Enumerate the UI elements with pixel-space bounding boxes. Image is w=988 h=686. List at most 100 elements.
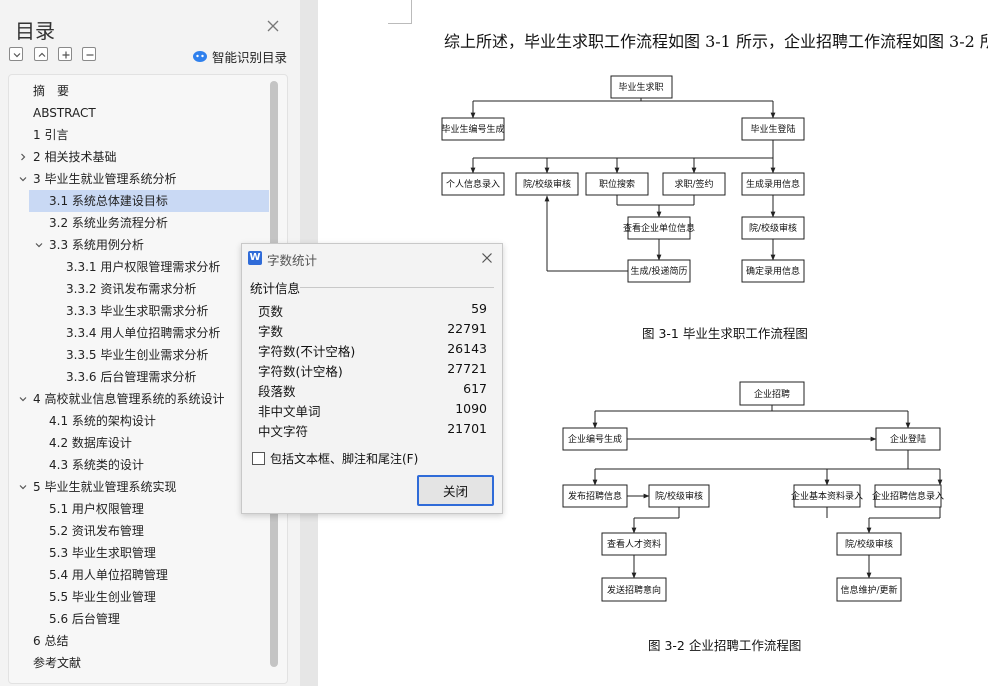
flowchart-enterprise-recruit: 企业招聘 企业编号生成 企业登陆 发布招聘信息 院/校级审核 企业基本资料录入 … xyxy=(562,381,944,602)
flow-node xyxy=(627,216,691,240)
collapse-all-button[interactable] xyxy=(9,47,23,61)
flow-node-label: 毕业生登陆 xyxy=(750,123,795,135)
flow-node xyxy=(836,532,902,556)
flow-node xyxy=(562,427,628,451)
flow-node-label: 生成/投递简历 xyxy=(630,265,687,277)
flow-node-label: 生成录用信息 xyxy=(746,178,800,190)
flow-node xyxy=(648,484,710,508)
flow-node-label: 个人信息录入 xyxy=(446,178,500,190)
flow-node-label: 毕业生编号生成 xyxy=(441,123,504,135)
flow-node xyxy=(601,532,667,556)
smart-toc-button[interactable]: 智能识别目录 xyxy=(192,47,287,65)
dialog-title: 字数统计 xyxy=(267,253,318,268)
flow-node xyxy=(875,427,941,451)
toc-item[interactable]: 4.2 数据库设计 xyxy=(49,436,132,450)
toc-item[interactable]: 3.3.2 资讯发布需求分析 xyxy=(66,282,197,296)
stat-row: 字符数(计空格)27721 xyxy=(258,361,487,379)
chevron-down-icon[interactable] xyxy=(34,240,44,250)
figure-caption: 图 3-2 企业招聘工作流程图 xyxy=(648,638,802,653)
flow-node xyxy=(741,172,805,196)
toc-item[interactable]: 参考文献 xyxy=(33,656,82,670)
figure-caption: 图 3-1 毕业生求职工作流程图 xyxy=(642,326,808,341)
flow-node-label: 查看人才资料 xyxy=(607,538,661,550)
toc-item[interactable]: 5 毕业生就业管理系统实现 xyxy=(9,476,269,498)
expand-all-button[interactable] xyxy=(34,47,48,61)
flow-node xyxy=(741,216,805,240)
flowchart-graduate-job: 毕业生求职 毕业生编号生成 毕业生登陆 个人信息录入 院/校级审核 职位搜索 求… xyxy=(441,75,805,283)
toc-item[interactable]: 5.1 用户权限管理 xyxy=(49,502,144,516)
toc-item[interactable]: 5.3 毕业生求职管理 xyxy=(49,546,156,560)
chevron-down-icon[interactable] xyxy=(18,394,28,404)
flow-node-label: 查看企业单位信息 xyxy=(623,222,695,234)
close-icon[interactable] xyxy=(481,252,493,264)
smart-toc-label: 智能识别目录 xyxy=(212,49,288,65)
toc-item[interactable]: 3.3.1 用户权限管理需求分析 xyxy=(66,260,221,274)
close-icon[interactable] xyxy=(265,18,281,34)
toc-item[interactable]: 3.3.6 后台管理需求分析 xyxy=(66,370,197,384)
flow-node xyxy=(739,381,805,406)
toc-item[interactable]: ABSTRACT xyxy=(33,106,96,120)
flow-node-label: 院/校级审核 xyxy=(749,222,797,234)
toc-item[interactable]: 3.3.4 用人单位招聘需求分析 xyxy=(66,326,221,340)
flow-node xyxy=(874,484,942,508)
flow-node-label: 发送招聘意向 xyxy=(607,584,661,596)
wps-writer-icon: W xyxy=(248,251,262,265)
flow-node-label: 职位搜索 xyxy=(599,178,635,190)
flow-node-label: 求职/签约 xyxy=(674,178,713,190)
toc-item-selected[interactable]: 3.1 系统总体建设目标 xyxy=(29,190,269,212)
toc-item[interactable]: 5.5 毕业生创业管理 xyxy=(49,590,156,604)
toc-item[interactable]: 3.3.3 毕业生求职需求分析 xyxy=(66,304,209,318)
toc-item[interactable]: 5.6 后台管理 xyxy=(49,612,120,626)
close-button[interactable]: 关闭 xyxy=(417,475,494,506)
flow-node xyxy=(441,172,505,196)
chevron-down-icon xyxy=(13,53,21,58)
flow-node xyxy=(562,484,628,508)
toc-item[interactable]: 3.3 系统用例分析 xyxy=(9,234,269,256)
toc-item[interactable]: 4.1 系统的架构设计 xyxy=(49,414,156,428)
flow-node xyxy=(662,172,726,196)
toc-item[interactable]: 2 相关技术基础 xyxy=(9,146,269,168)
chevron-up-icon xyxy=(38,52,46,57)
toc-item[interactable]: 1 引言 xyxy=(33,128,69,142)
toc-item[interactable]: 6 总结 xyxy=(33,634,69,648)
chevron-right-icon[interactable] xyxy=(18,152,28,162)
flow-node xyxy=(793,484,861,508)
document-page: 综上所述，毕业生求职工作流程如图 3-1 所示，企业招聘工作流程如图 3-2 所 xyxy=(318,0,988,686)
flow-node-label: 信息维护/更新 xyxy=(840,584,897,596)
flow-node xyxy=(627,259,691,283)
toc-item[interactable]: 5.2 资讯发布管理 xyxy=(49,524,144,538)
remove-heading-button[interactable] xyxy=(82,47,96,61)
toc-item[interactable]: 3.3.5 毕业生创业需求分析 xyxy=(66,348,209,362)
flow-node xyxy=(441,117,505,141)
flow-node xyxy=(610,75,673,99)
flow-node xyxy=(741,117,805,141)
include-textbox-checkbox[interactable] xyxy=(252,452,265,465)
flow-node-label: 院/校级审核 xyxy=(655,490,703,502)
toc-item[interactable]: 5.4 用人单位招聘管理 xyxy=(49,568,168,582)
plus-icon xyxy=(62,51,70,59)
body-paragraph: 综上所述，毕业生求职工作流程如图 3-1 所示，企业招聘工作流程如图 3-2 所 xyxy=(444,32,988,51)
toc-item[interactable]: 4 高校就业信息管理系统的系统设计 xyxy=(9,388,269,410)
toc-item[interactable]: 3.2 系统业务流程分析 xyxy=(49,216,168,230)
flow-node-label: 发布招聘信息 xyxy=(568,490,622,502)
page-margin-corner xyxy=(388,0,412,24)
minus-icon xyxy=(86,54,94,56)
flow-node xyxy=(836,577,902,602)
divider xyxy=(300,287,494,288)
flow-node xyxy=(601,577,667,602)
add-heading-button[interactable] xyxy=(58,47,72,61)
chevron-down-icon[interactable] xyxy=(18,482,28,492)
toc-item[interactable]: 3 毕业生就业管理系统分析 xyxy=(9,168,269,190)
chevron-down-icon[interactable] xyxy=(18,174,28,184)
toc-item[interactable]: 4.3 系统类的设计 xyxy=(49,458,144,472)
flow-node-label: 企业登陆 xyxy=(890,433,926,445)
flow-node xyxy=(585,172,649,196)
toc-item[interactable]: 摘 要 xyxy=(33,84,70,98)
flow-node-label: 院/校级审核 xyxy=(523,178,571,190)
flow-node-label: 确定录用信息 xyxy=(746,265,800,277)
checkbox-label[interactable]: 包括文本框、脚注和尾注(F) xyxy=(270,452,419,466)
stats-section-title: 统计信息 xyxy=(250,281,301,296)
flow-node xyxy=(741,259,805,283)
